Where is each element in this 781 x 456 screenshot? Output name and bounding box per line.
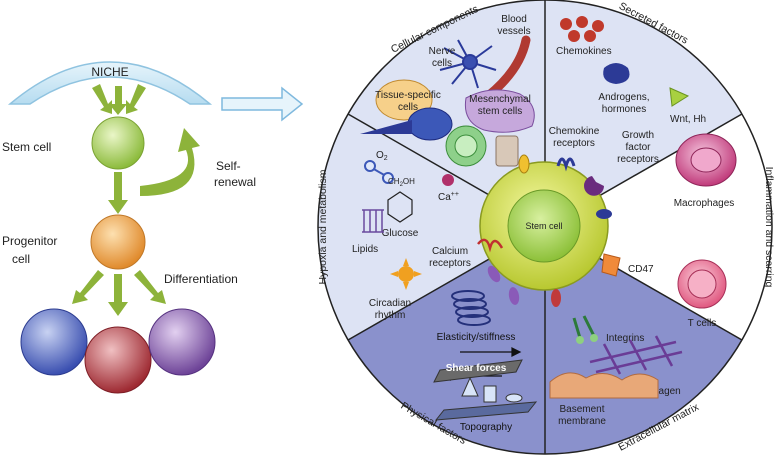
integrin-icons <box>572 315 596 339</box>
label-topography: Topography <box>460 422 512 433</box>
oxygen-molecule-icon <box>364 160 394 184</box>
label-lipids: Lipids <box>352 244 378 255</box>
label-elasticity: Elasticity/stiffness <box>437 332 516 343</box>
progenitor-cell <box>90 214 146 270</box>
stem-cell-label: Stem cell <box>2 140 51 154</box>
calcium-receptor-icon <box>477 238 504 253</box>
niche-arrows <box>92 84 146 115</box>
androgen-icon <box>603 63 630 84</box>
label-chemokines: Chemokines <box>556 46 612 57</box>
label-tissue-cells: cells <box>398 102 418 113</box>
receptor-blue <box>596 209 612 219</box>
label-hormones: hormones <box>602 104 646 115</box>
tissue-cell-blue <box>407 107 453 141</box>
label-calcium-receptors: receptors <box>429 258 471 269</box>
differentiated-cell-red <box>84 326 152 394</box>
label-nerve: Nerve <box>429 46 456 57</box>
cd47-icon <box>601 253 621 277</box>
label-chemokine-receptors: Chemokine <box>549 126 600 137</box>
label-membrane: membrane <box>558 416 606 427</box>
self-renewal-label-2: renewal <box>214 175 256 189</box>
niche-label: NICHE <box>91 65 128 79</box>
basement-membrane-icon <box>549 372 659 399</box>
oxygen-gradient-triangle <box>360 120 412 134</box>
label-nerve-cells: cells <box>432 58 452 69</box>
left-panel: NICHE Stem cell Self- renewal Progenitor… <box>2 61 256 394</box>
label-o2: O2 <box>376 150 388 162</box>
receptor-purple-2 <box>508 287 520 305</box>
label-androgens: Androgens, <box>598 92 649 103</box>
self-renewal-label-1: Self- <box>216 159 241 173</box>
label-integrins: Integrins <box>606 333 644 344</box>
mesenchymal-stem-cell <box>464 89 535 133</box>
label-chemokine-receptors-2: receptors <box>553 138 595 149</box>
fibronectin-collagen-icon <box>589 335 683 375</box>
progenitor-label-2: cell <box>12 252 30 266</box>
receptor-purple-1 <box>487 265 501 283</box>
label-wnt: Wnt, Hh <box>670 114 706 125</box>
center-stem-cell-label: Stem cell <box>525 221 562 231</box>
label-circadian: Circadian <box>369 298 411 309</box>
label-rhythm: rhythm <box>375 310 406 321</box>
wnt-icon <box>669 87 690 107</box>
sun-icon <box>390 258 422 290</box>
elasticity-spring-icon <box>451 290 491 326</box>
receptor-yellow <box>518 154 530 174</box>
topography-icon <box>434 376 538 421</box>
sector-secreted <box>545 0 742 227</box>
glucose-ring-icon <box>387 191 413 223</box>
self-renewal-arrow <box>140 128 200 196</box>
label-calcium: Calcium <box>432 246 468 257</box>
label-tissue: Tissue-specific <box>375 90 441 101</box>
label-t-cells: T cells <box>688 318 717 329</box>
label-hypoxia: Hypoxia and metabolism <box>317 169 329 284</box>
label-mesenchymal-stem: stem cells <box>478 106 522 117</box>
label-ca: Ca++ <box>438 191 459 203</box>
progenitor-label-1: Progenitor <box>2 234 57 248</box>
label-basement: Basement <box>559 404 604 415</box>
label-inflammation: Inflammation and scarring <box>763 167 775 288</box>
label-macrophages: Macrophages <box>674 198 735 209</box>
label-growth: Growth <box>622 130 654 141</box>
label-receptors: receptors <box>617 154 659 165</box>
differentiation-arrows <box>72 270 166 316</box>
tissue-block <box>495 135 519 167</box>
center-nucleus <box>507 189 581 263</box>
nerve-cell <box>439 39 497 89</box>
label-blood: Blood <box>501 14 527 25</box>
label-cd47: CD47 <box>628 264 654 275</box>
differentiation-label: Differentiation <box>164 272 238 286</box>
label-mesenchymal: Mesenchymal <box>469 94 531 105</box>
chemokine-receptor-icon <box>556 157 576 172</box>
growth-factor-receptor-icon <box>584 176 604 196</box>
niche-wheel: Cellular components Secreted factors Inf… <box>317 0 775 455</box>
receptor-red <box>551 289 561 307</box>
label-shear: Shear forces <box>446 363 507 374</box>
label-factor: factor <box>625 142 651 153</box>
differentiation-arrow-1 <box>108 172 128 214</box>
label-vessels: vessels <box>497 26 530 37</box>
shear-forces-plate <box>433 359 523 383</box>
lipid-bilayer-icon <box>362 209 384 233</box>
label-glucose: Glucose <box>382 228 419 239</box>
calcium-ion-icon <box>442 174 454 186</box>
differentiated-cell-blue <box>20 308 88 376</box>
niche-arch <box>7 61 213 105</box>
hollow-arrow <box>221 86 304 122</box>
stem-cell <box>91 116 145 170</box>
label-ch2oh: CH2OH <box>388 177 415 188</box>
differentiated-cell-purple <box>148 308 216 376</box>
chemokine-icons <box>560 16 604 42</box>
